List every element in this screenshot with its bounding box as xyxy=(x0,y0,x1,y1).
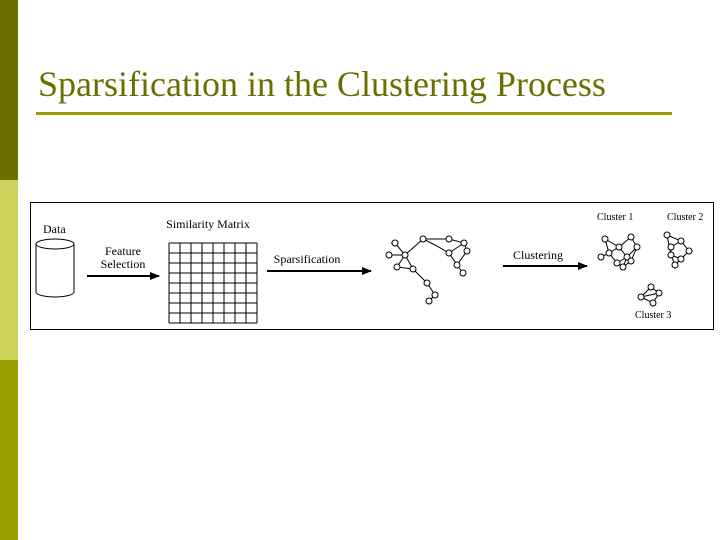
cluster-1-label: Cluster 1 xyxy=(597,212,634,223)
sidebar-segment-dark xyxy=(0,0,18,180)
process-diagram-svg xyxy=(35,231,693,324)
sparsification-label: Sparsification xyxy=(273,252,341,266)
similarity-matrix-label: Similarity Matrix xyxy=(166,217,250,231)
sidebar-segment-mid xyxy=(0,360,18,540)
data-label: Data xyxy=(43,222,66,236)
process-figure: Data Feature Selection Similarity Matrix… xyxy=(30,202,714,330)
sidebar-decoration xyxy=(0,0,18,540)
sidebar-segment-light xyxy=(0,180,18,360)
graph-network-icon xyxy=(597,233,641,271)
feature-selection-label-line2: Selection xyxy=(100,257,146,271)
database-cylinder-icon xyxy=(35,238,75,298)
title-underline xyxy=(36,112,672,115)
slide-title: Sparsification in the Clustering Process xyxy=(38,64,606,104)
cluster-3-label: Cluster 3 xyxy=(635,310,672,321)
feature-selection-label-line1: Feature xyxy=(105,244,141,258)
graph-network-icon xyxy=(637,283,663,307)
cluster-2-label: Cluster 2 xyxy=(667,212,704,223)
clustering-label: Clustering xyxy=(513,248,563,262)
grid-matrix-icon xyxy=(168,242,258,324)
graph-network-icon xyxy=(385,235,471,305)
graph-network-icon xyxy=(663,231,693,269)
